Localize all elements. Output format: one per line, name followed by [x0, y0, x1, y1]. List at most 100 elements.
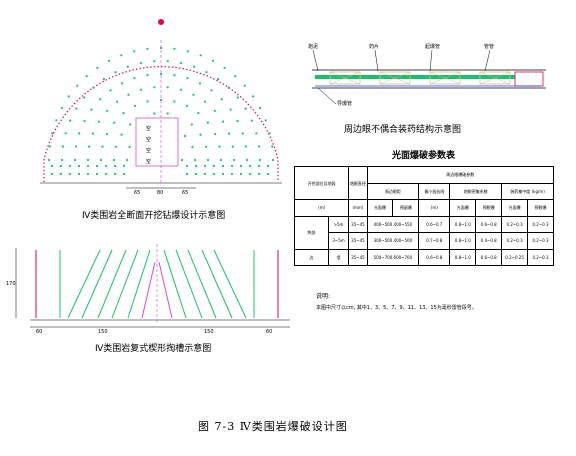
blast-hole	[206, 158, 210, 162]
dim-b-2: 150	[98, 329, 108, 335]
blast-hole	[112, 158, 116, 162]
blast-hole	[194, 172, 198, 176]
leader-bottom	[317, 87, 337, 105]
blast-hole	[107, 59, 111, 62]
blast-hole	[61, 145, 64, 148]
blast-hole	[113, 164, 117, 168]
cell: 35~45	[348, 215, 368, 233]
blast-hole	[120, 133, 123, 136]
blast-hole	[76, 84, 79, 87]
blast-hole	[86, 172, 90, 176]
blast-hole	[114, 71, 117, 74]
charge-bar	[315, 75, 515, 79]
blast-hole	[211, 59, 215, 62]
th-sub-1: 光面爆	[366, 199, 394, 217]
dim-a-3: 65	[182, 190, 189, 196]
blast-hole	[244, 145, 247, 148]
blast-hole	[257, 164, 261, 168]
dim-b-3: 150	[204, 329, 214, 335]
blast-hole	[250, 119, 253, 122]
th-k1: 光面爆	[449, 199, 477, 217]
blast-hole	[133, 50, 136, 53]
wedge-line	[127, 249, 151, 319]
blast-hole	[67, 95, 70, 98]
blast-hole	[50, 172, 54, 176]
cut-label-1: 空	[146, 126, 152, 132]
blast-hole	[78, 132, 81, 135]
blast-hole	[191, 145, 194, 149]
blast-hole	[244, 107, 247, 110]
blast-hole	[221, 172, 225, 176]
blast-hole	[139, 88, 143, 91]
blast-hole	[214, 132, 217, 136]
cartridge-diag	[379, 71, 411, 85]
blast-hole	[198, 82, 202, 85]
blast-hole	[122, 172, 126, 176]
blast-hole	[180, 62, 183, 65]
wedge-line	[158, 261, 173, 319]
blast-hole	[248, 164, 252, 168]
blast-hole	[64, 132, 67, 135]
blast-hole	[59, 172, 63, 176]
th-part-unit: (m)	[293, 199, 350, 217]
blast-hole	[86, 158, 90, 162]
blast-hole	[85, 75, 88, 78]
blast-hole	[122, 112, 125, 115]
blast-hole	[223, 66, 226, 69]
wedge-line	[111, 249, 139, 319]
blast-hole	[83, 119, 86, 123]
cell: 墙	[327, 248, 350, 266]
blast-hole	[106, 109, 109, 112]
blast-hole	[219, 158, 223, 162]
cell: 0.6~0.8	[475, 248, 503, 266]
cartridges	[329, 71, 511, 85]
blast-hole	[96, 66, 99, 69]
blast-hole	[77, 164, 81, 168]
blast-hole	[212, 164, 216, 168]
blast-hole	[120, 82, 124, 85]
blast-hole	[192, 93, 195, 96]
blast-hole	[47, 158, 51, 162]
blast-hole	[86, 164, 90, 168]
label-cartridge: 药片	[369, 44, 380, 50]
blast-hole	[60, 106, 63, 110]
side-dim-b: 170	[6, 281, 16, 287]
blast-hole	[218, 145, 221, 148]
blast-hole	[173, 47, 176, 50]
cut-label-4: 空	[146, 159, 152, 165]
th-density: 炮眼密集系数	[449, 182, 503, 200]
th-diameter: 炮眼直径	[348, 166, 368, 200]
blast-hole	[258, 158, 262, 162]
blast-hole	[185, 172, 189, 176]
blast-hole	[222, 120, 225, 123]
cell: 0.6~0.8	[475, 215, 503, 233]
blast-hole	[133, 104, 137, 107]
blast-hole	[252, 95, 255, 98]
blast-hole	[186, 77, 189, 80]
blast-hole	[203, 100, 207, 103]
blast-hole	[186, 50, 189, 53]
blast-hole	[194, 164, 198, 168]
blast-hole	[92, 86, 95, 89]
th-sub-2: 预留爆	[392, 199, 420, 217]
tunnel-outline	[43, 66, 279, 182]
table-row: 拱部 >5m 35~45 400~500 400~550 0.6~0.7 0.8…	[294, 215, 554, 250]
blast-hole	[231, 145, 234, 148]
label-bottom: 导爆管	[337, 101, 353, 107]
blast-hole	[203, 164, 207, 168]
blast-hole	[213, 109, 216, 112]
blast-hole	[99, 98, 102, 101]
wedge-line	[97, 249, 127, 319]
blast-hole	[166, 60, 169, 63]
blast-hole	[266, 164, 270, 168]
note-text: 本图中尺寸以cm, 其中1、3、5、7、9、11、13、15为毫秒雷管段号。	[316, 305, 477, 311]
blast-hole	[203, 172, 207, 176]
blast-hole	[95, 164, 99, 168]
blast-hole	[125, 158, 129, 162]
wedge-line	[201, 249, 233, 319]
figure-caption: 图 7-3 Ⅳ类围岩爆破设计图	[198, 420, 348, 433]
cartridge-diag	[329, 71, 361, 85]
blast-hole	[236, 96, 239, 99]
blast-hole	[48, 145, 51, 148]
